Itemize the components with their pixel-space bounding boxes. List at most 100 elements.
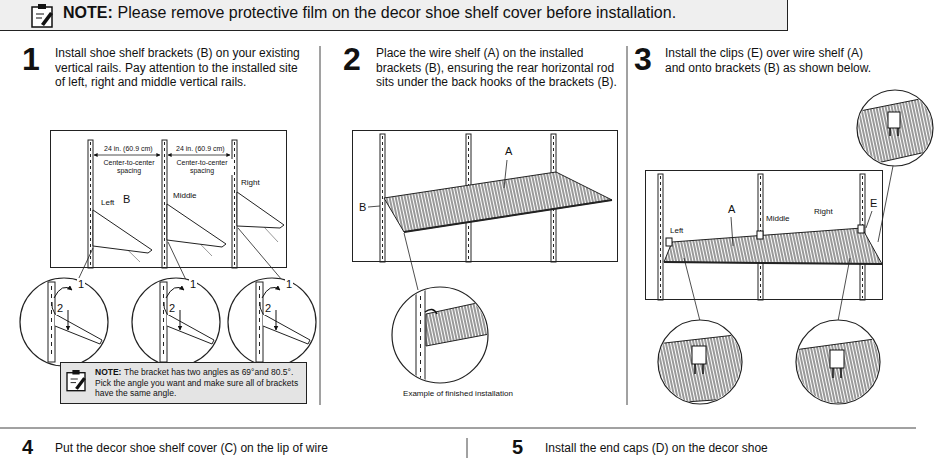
wire-shelf <box>664 228 882 264</box>
illustration-frame: AMiddleRightLeftE <box>645 170 883 300</box>
leader-line <box>368 160 507 290</box>
detail-circle <box>132 278 220 366</box>
shelf-bracket <box>93 210 152 253</box>
dimension-label: 24 in. (60.9 cm) <box>175 145 226 153</box>
detail-leader <box>168 242 186 280</box>
detail-circle <box>420 288 421 382</box>
detail-circle <box>692 346 706 364</box>
divider-line <box>320 46 321 405</box>
part-letter: A <box>727 203 736 216</box>
detail-circle <box>276 310 277 330</box>
vertical-rail <box>658 174 663 300</box>
callout-number: 2 <box>168 302 176 315</box>
detail-circle <box>695 364 703 374</box>
note-icon <box>38 4 46 9</box>
detail-circle <box>167 314 214 344</box>
part-letter: A <box>504 145 513 158</box>
detail-circle <box>830 350 844 368</box>
detail-circle <box>392 285 500 385</box>
dimension-label: 24 in. (60.9 cm) <box>103 145 154 153</box>
dimension-note: Center-to-center spacing <box>171 159 233 175</box>
leader-line <box>684 166 893 321</box>
vertical-rail <box>758 174 763 300</box>
note-icon <box>36 14 44 15</box>
note-icon <box>36 18 42 19</box>
divider-line <box>467 438 468 458</box>
callout-number: 1 <box>285 278 293 291</box>
dimension-line <box>94 155 160 156</box>
dimension-line <box>94 155 230 156</box>
vertical-rail <box>88 140 237 268</box>
callout-number: 1 <box>77 278 85 291</box>
detail-circle <box>163 286 164 358</box>
position-label: Right <box>813 207 834 217</box>
detail-circle <box>656 320 744 404</box>
leader-line <box>504 160 507 188</box>
position-label: Right <box>240 178 261 188</box>
shelf-clip <box>757 231 763 239</box>
note-icon <box>32 4 53 27</box>
detail-circle <box>855 90 935 168</box>
position-label: Middle <box>765 214 791 224</box>
callout-number: 1 <box>189 278 197 291</box>
leader-line <box>838 258 850 321</box>
step-number: 2 <box>343 42 361 76</box>
detail-circle <box>20 278 108 366</box>
detail-circle <box>228 278 316 366</box>
detail-circle <box>855 96 935 168</box>
instruction-text: Put the decor shoe shelf cover (C) on th… <box>55 441 328 455</box>
detail-circle <box>256 282 263 362</box>
shelf-clip <box>666 238 672 246</box>
detail-circle <box>20 278 108 366</box>
detail-leader <box>78 248 93 280</box>
detail-circle <box>656 334 744 404</box>
detail-circle <box>794 338 882 406</box>
detail-circle <box>68 310 69 330</box>
instruction-text: Place the wire shelf (A) on the installe… <box>376 46 622 90</box>
detail-circle <box>55 314 102 344</box>
detail-circle <box>416 285 500 385</box>
detail-circle <box>888 112 900 128</box>
vertical-rail <box>382 136 383 260</box>
detail-circle <box>260 302 263 314</box>
detail-circle <box>52 302 55 314</box>
shelf-clip <box>858 225 864 233</box>
note-text: Please remove protective film on the dec… <box>118 4 677 21</box>
part-letter: B <box>358 201 367 214</box>
instruction-text: Install the clips (E) over wire shelf (A… <box>665 46 880 75</box>
detail-circle <box>794 320 882 406</box>
shelf-bracket <box>167 204 226 247</box>
note-icon <box>67 373 85 391</box>
detail-circle <box>259 286 260 358</box>
leader-line <box>684 258 700 321</box>
shelf-clip <box>666 225 864 246</box>
step-number: 1 <box>22 42 40 76</box>
leader-line <box>866 211 872 228</box>
note-icon <box>71 379 78 380</box>
note-icon <box>41 12 53 26</box>
note-box: NOTE:The bracket has two angles as 69°an… <box>60 362 307 404</box>
vertical-rail <box>162 140 167 268</box>
callout-number: 2 <box>56 302 64 315</box>
detail-circle <box>160 282 167 362</box>
detail-circle <box>166 287 184 298</box>
detail-circle <box>656 334 744 404</box>
leader-line <box>731 217 733 246</box>
detail-circle <box>180 310 181 330</box>
detail-leader <box>78 228 282 280</box>
divider-line <box>0 428 916 429</box>
part-letter: B <box>122 193 131 206</box>
note-heading: NOTE: <box>95 367 121 377</box>
leader-line <box>368 206 380 207</box>
step-number: 3 <box>634 42 652 76</box>
instruction-text: Install the end caps (D) on the decor sh… <box>545 441 768 455</box>
position-label: Middle <box>172 191 198 201</box>
caption: Example of finished installation <box>383 389 533 399</box>
divider-line <box>627 46 628 405</box>
detail-circle <box>833 368 841 378</box>
detail-circle <box>263 314 310 344</box>
detail-circle <box>855 96 935 168</box>
detail-circle <box>262 287 280 298</box>
wire-shelf <box>664 228 882 264</box>
